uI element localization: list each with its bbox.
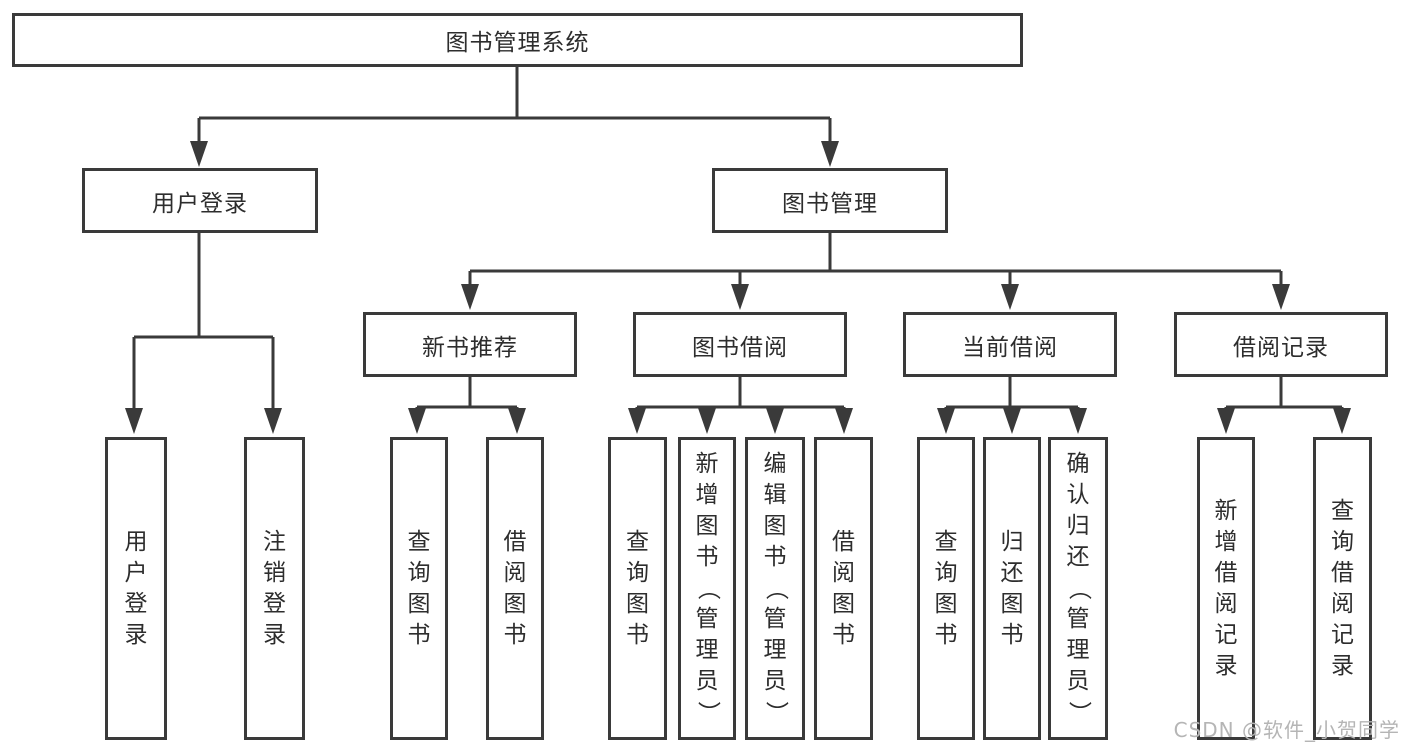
leaf-cb-return-books-label: 归还图书 [1000,528,1024,648]
node-current-borrow-label: 当前借阅 [962,334,1058,361]
arrowhead [264,408,282,434]
leaf-cb-confirm-return-label: 确认归还（管理员） [1065,451,1092,724]
arrowhead [408,408,426,434]
leaf-cb-confirm-return: 确认归还（管理员） [1048,437,1108,740]
leaf-bb-add-books-label: 新增图书（管理员） [694,451,721,724]
leaf-bb-add-books: 新增图书（管理员） [678,437,736,740]
leaf-bb-borrow-books-label: 借阅图书 [832,528,855,648]
leaf-br-query-record-label: 查询借阅记录 [1331,497,1354,679]
arrowhead [731,284,749,310]
node-new-book-rec-label: 新书推荐 [422,334,518,361]
arrowhead [698,408,716,434]
node-book-borrow: 图书借阅 [633,312,847,377]
arrowhead [1003,408,1021,434]
arrowhead [835,408,853,434]
node-root-label: 图书管理系统 [445,30,590,56]
connector-user-login [132,233,275,416]
node-current-borrow: 当前借阅 [903,312,1117,377]
node-borrow-record: 借阅记录 [1174,312,1388,377]
node-book-mgmt-label: 图书管理 [782,190,878,217]
arrowhead [821,141,839,167]
arrowhead [508,408,526,434]
leaf-user-login-label: 用户登录 [124,528,148,648]
leaf-rec-borrow-books-label: 借阅图书 [503,528,527,648]
leaf-cb-query-books-label: 查询图书 [934,528,958,648]
leaf-rec-borrow-books: 借阅图书 [486,437,544,740]
node-book-borrow-label: 图书借阅 [692,334,788,361]
node-user-login: 用户登录 [82,168,318,233]
arrowheads [125,141,1351,434]
node-new-book-rec: 新书推荐 [363,312,577,377]
arrowhead [1001,284,1019,310]
leaf-bb-edit-books-label: 编辑图书（管理员） [762,451,789,724]
connector-book-mgmt [468,233,1283,292]
node-borrow-record-label: 借阅记录 [1233,334,1329,361]
arrowhead [190,141,208,167]
leaf-bb-query-books: 查询图书 [608,437,667,740]
leaf-rec-query-books-label: 查询图书 [407,528,431,648]
node-book-mgmt: 图书管理 [712,168,948,233]
leaf-br-query-record: 查询借阅记录 [1313,437,1372,740]
arrowhead [937,408,955,434]
leaf-cb-return-books: 归还图书 [983,437,1041,740]
arrowhead [461,284,479,310]
node-user-login-label: 用户登录 [152,190,248,217]
leaf-br-add-record-label: 新增借阅记录 [1214,497,1238,679]
arrowhead [1217,408,1235,434]
leaf-user-login: 用户登录 [105,437,167,740]
connector-borrow-record [1224,377,1344,416]
arrowhead [628,408,646,434]
leaf-logout: 注销登录 [244,437,305,740]
watermark: CSDN @软件_小贺同学 [1173,718,1400,742]
node-root: 图书管理系统 [12,13,1023,67]
arrowhead [1272,284,1290,310]
leaf-cb-query-books: 查询图书 [917,437,975,740]
leaf-bb-edit-books: 编辑图书（管理员） [745,437,805,740]
leaf-bb-query-books-label: 查询图书 [626,528,649,648]
leaf-rec-query-books: 查询图书 [390,437,448,740]
leaf-br-add-record: 新增借阅记录 [1197,437,1255,740]
connector-root [197,67,832,149]
leaf-logout-label: 注销登录 [263,528,286,648]
arrowhead [1069,408,1087,434]
arrowhead [125,408,143,434]
arrowhead [766,408,784,434]
connector-new-book-rec [415,377,519,416]
connector-book-borrow [635,377,846,416]
connector-lines [132,67,1344,416]
arrowhead [1333,408,1351,434]
leaf-bb-borrow-books: 借阅图书 [814,437,873,740]
